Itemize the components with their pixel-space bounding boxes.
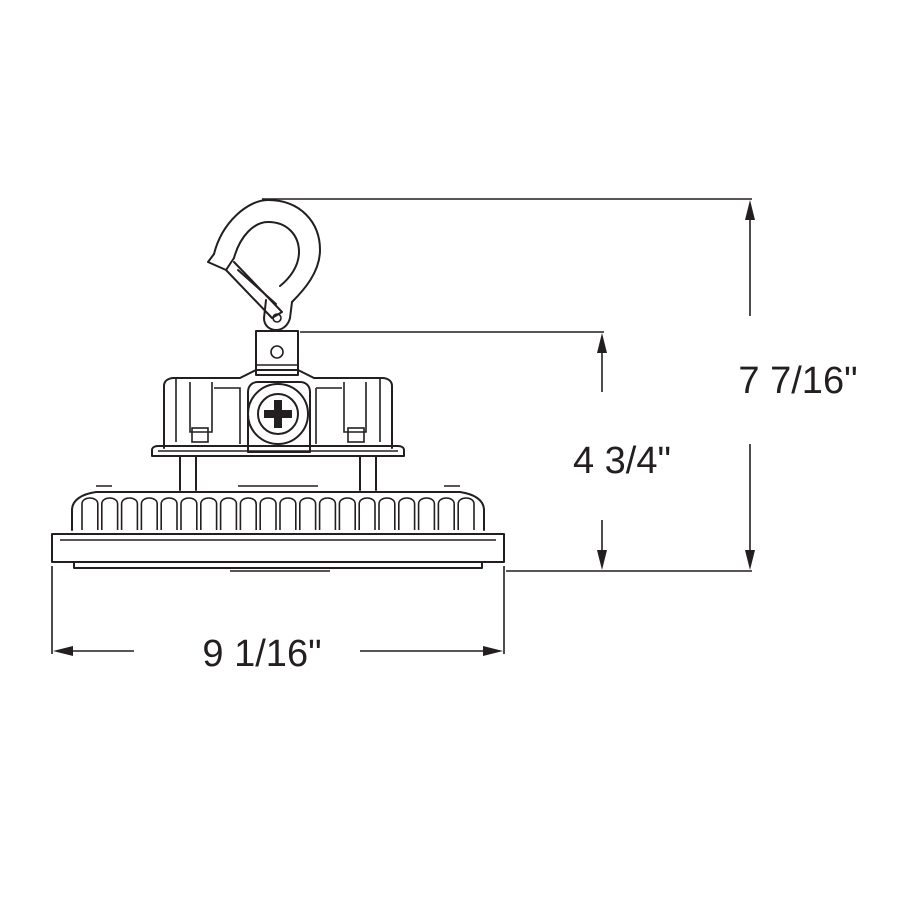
heat-sink-fin xyxy=(200,497,218,530)
heat-sink-fin xyxy=(219,497,238,530)
heat-sink-fin xyxy=(417,497,436,530)
screw-plus-icon xyxy=(264,400,292,428)
heat-sink-fin xyxy=(437,497,455,530)
heat-sink-fin xyxy=(101,497,119,530)
junction-box xyxy=(247,381,311,453)
driver-housing xyxy=(151,369,405,491)
dimension-width: 9 1/16" xyxy=(51,566,505,675)
heat-sink-fin xyxy=(398,497,416,530)
dimension-overall-height: 7 7/16" xyxy=(262,198,858,572)
heat-sink-fin xyxy=(457,497,475,530)
hanging-hook xyxy=(207,199,321,331)
lens-base xyxy=(51,533,505,572)
mounting-stem xyxy=(255,330,299,376)
heat-sink-fin xyxy=(378,497,396,530)
heat-sink xyxy=(71,485,485,531)
heat-sink-fin xyxy=(160,497,178,530)
heat-sink-fin xyxy=(140,497,158,530)
heat-sink-fin xyxy=(120,497,139,530)
heat-sink-fin xyxy=(180,497,198,530)
body-height-label: 4 3/4" xyxy=(573,440,671,482)
heat-sink-fin xyxy=(299,497,317,530)
heat-sink-fin xyxy=(279,497,297,530)
heat-sink-fin xyxy=(338,497,356,530)
heat-sink-fin xyxy=(259,497,277,530)
dimension-body-height: 4 3/4" xyxy=(300,331,671,570)
heat-sink-fin xyxy=(358,497,376,530)
width-label: 9 1/16" xyxy=(202,633,321,675)
heat-sink-fin xyxy=(81,497,99,530)
heat-sink-fin xyxy=(318,497,337,530)
heat-sink-fin xyxy=(239,497,257,530)
overall-height-label: 7 7/16" xyxy=(738,360,857,402)
